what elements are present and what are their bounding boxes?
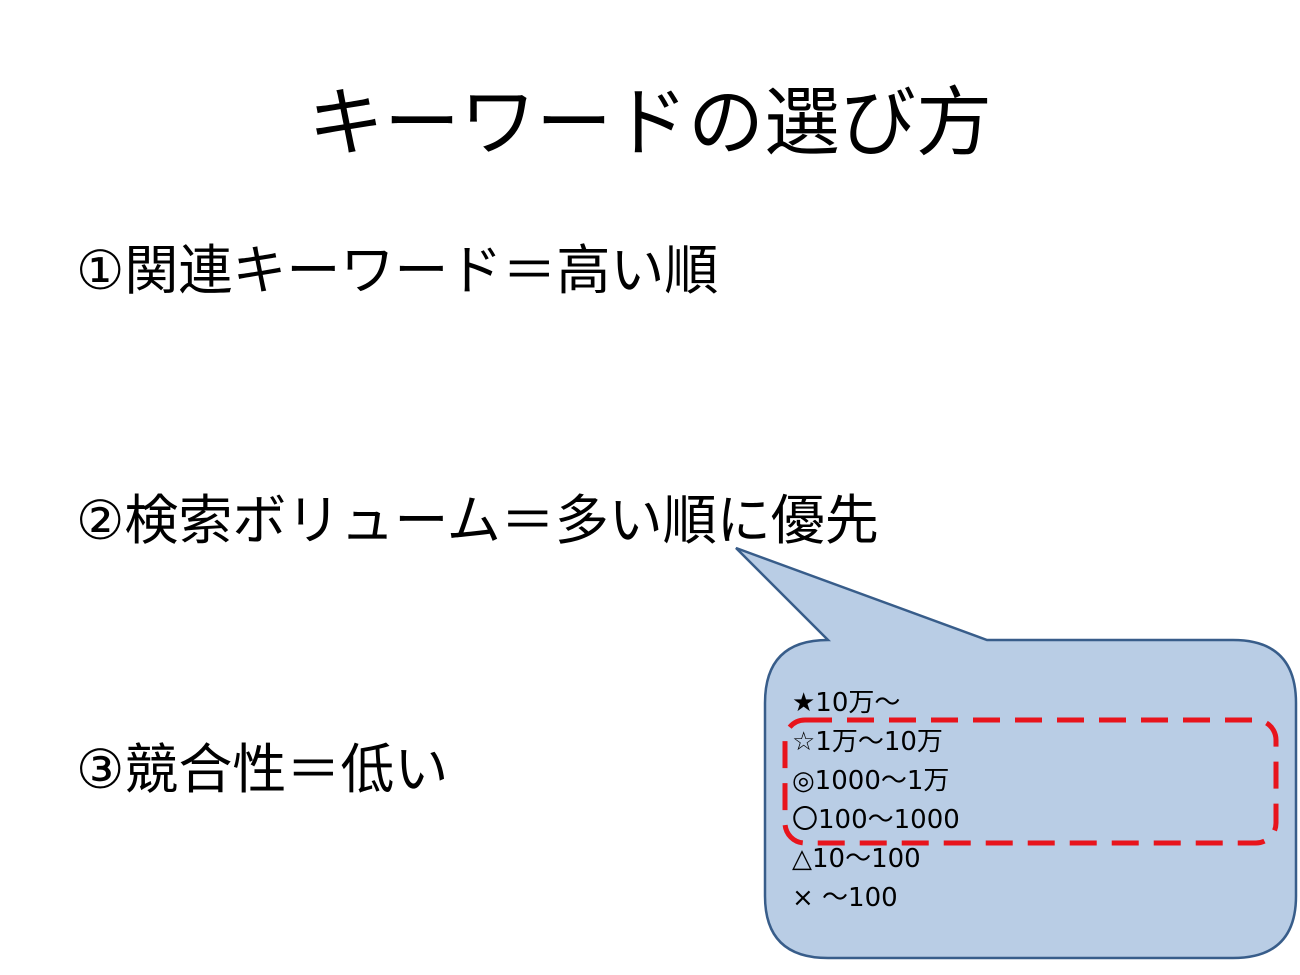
slide-title: キーワードの選び方 — [308, 78, 992, 167]
bullet-competition: ③競合性＝低い — [76, 738, 449, 801]
legend-item-hollow-star: ☆1万～10万 — [792, 727, 943, 757]
legend-item-star: ★10万～ — [792, 688, 901, 718]
legend-item-triangle: △10～100 — [792, 844, 921, 874]
legend-item-circle: 〇100～1000 — [792, 805, 960, 835]
bullet-related-keywords: ①関連キーワード＝高い順 — [76, 239, 719, 302]
volume-legend-list: ★10万～ ☆1万～10万 ◎1000～1万 〇100～1000 △10～100… — [792, 684, 1262, 918]
legend-item-cross: × ～100 — [792, 883, 898, 913]
bullet-search-volume: ②検索ボリューム＝多い順に優先 — [76, 489, 879, 552]
speech-bubble-shape — [735, 546, 1298, 960]
legend-item-double-circle: ◎1000～1万 — [792, 766, 950, 796]
highlight-dashed-box — [782, 717, 1279, 846]
